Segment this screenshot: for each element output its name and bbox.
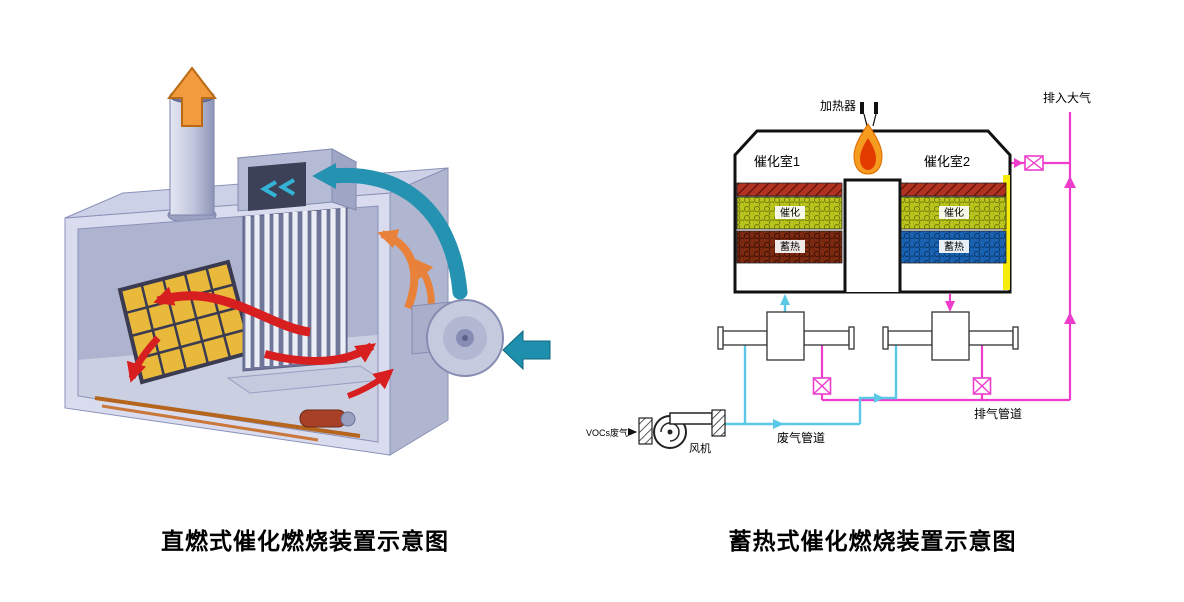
switch-valve-right [882,311,1019,361]
catalytic-chamber: 催化 蓄热 催化 蓄热 催化室1 催化室2 [733,129,1012,294]
burner-motor [299,409,347,428]
recirculation-duct [312,163,468,300]
blower-inlet-arrow-icon [502,329,551,371]
red-flow-arrow-icon [346,368,394,399]
chamber1-label: 催化室1 [754,154,800,169]
waste-gas-piping [725,294,898,429]
vocs-inlet-label: VOCs废气 [586,427,628,438]
catalyst-layer-label: 催化 [944,206,964,219]
regenerative-combustion-schematic: 催化 蓄热 催化 蓄热 催化室1 催化室2 加热器 排入大气 VOCs废气 [586,90,1091,455]
exhaust-piping [812,112,1076,402]
catalyst-layer-label: 催化 [780,206,800,219]
inlet-plenum [236,148,358,212]
exhaust-up-arrow-icon [166,66,218,127]
floor-piping [94,396,361,442]
direct-combustion-illustration [64,66,551,456]
catalyst-bed-slats [242,207,348,372]
right-arrow-icon [874,393,884,403]
flex-connector-icon [711,409,726,437]
regenerator-layer-label: 蓄热 [780,240,800,253]
heater-burner: 加热器 [820,99,883,175]
hot-gas-flow-arrows [126,229,435,399]
teal-arrowhead-icon [312,163,336,189]
exhaust-duct-label: 排气管道 [974,406,1022,421]
direct-combustion-figure [60,10,560,510]
regenerator-layer-label: 蓄热 [944,240,964,253]
orange-flow-arrow-icon [377,229,419,310]
up-arrow-icon [1064,312,1076,324]
fan-label: 风机 [689,441,711,455]
chamber2-beds: 催化 蓄热 [900,182,1007,264]
exhaust-valve-icon [1024,155,1044,171]
chamber-highlight-strip [1003,175,1010,290]
fan-inlet-train: VOCs废气 风机 [586,409,726,455]
teal-chevron-icon [260,180,278,198]
regenerative-combustion-figure: 催化 蓄热 催化 蓄热 催化室1 催化室2 加热器 排入大气 VOCs废气 [584,80,1184,470]
chamber2-label: 催化室2 [924,154,970,169]
blower [411,299,551,377]
left-figure-caption: 直燃式催化燃烧装置示意图 [161,528,449,554]
heater-label: 加热器 [820,99,856,113]
right-figure-caption: 蓄热式催化燃烧装置示意图 [728,528,1017,554]
to-atmosphere-label: 排入大气 [1043,90,1091,105]
red-flow-arrow-icon [264,342,377,365]
damper-valve-icon [812,377,832,395]
damper-valve-icon [972,377,992,395]
right-arrow-icon [1014,158,1023,168]
chamber1-beds: 催化 蓄热 [736,182,843,264]
switch-valve-left [717,311,855,361]
red-flow-arrow-icon [153,286,311,337]
flame-core-icon [860,138,876,170]
up-arrow-icon [1064,176,1076,188]
flex-connector-icon [638,417,653,445]
exhaust-stack [166,66,218,224]
waste-gas-duct-label: 废气管道 [777,430,825,445]
teal-chevron-icon [278,178,296,196]
red-flow-arrow-icon [126,335,161,383]
